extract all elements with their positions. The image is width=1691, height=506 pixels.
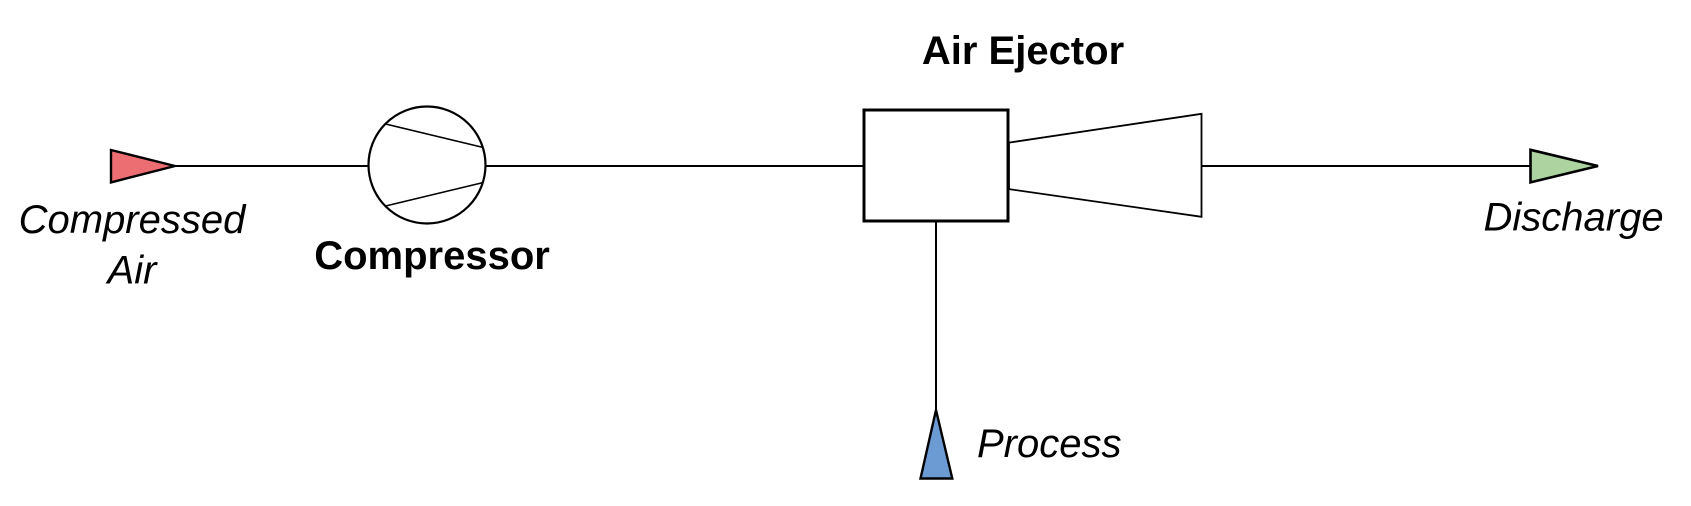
svg-text:Compressor: Compressor <box>314 234 550 278</box>
svg-text:Air Ejector: Air Ejector <box>922 29 1124 73</box>
svg-text:Air: Air <box>106 248 159 292</box>
svg-text:Process: Process <box>977 422 1122 466</box>
svg-text:Discharge: Discharge <box>1484 195 1664 239</box>
svg-text:Compressed: Compressed <box>19 198 248 242</box>
